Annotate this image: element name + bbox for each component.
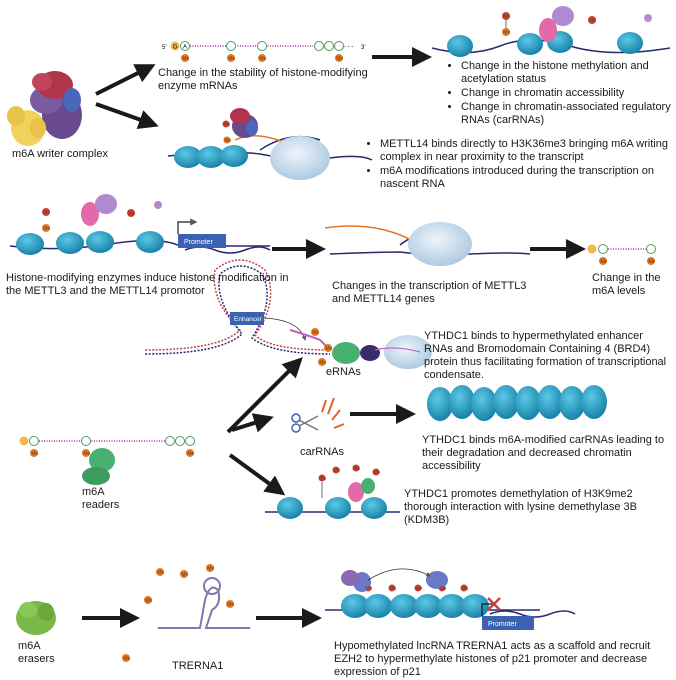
writer-complex-icon (7, 71, 82, 146)
carrnas-scissors-icon (291, 397, 345, 433)
me-mark-label: Me (319, 476, 326, 482)
me-mark-label: Me (31, 451, 38, 457)
mettl14-bullets: METTL14 binds directly to H3K36me3 bring… (366, 138, 675, 192)
me-mark-label: Me (207, 566, 214, 572)
me-mark-label: Me (389, 586, 396, 592)
condensed-chromatin (427, 385, 607, 421)
me-mark-label: Me (224, 138, 231, 144)
effects-bullet: Change in chromatin accessibility (461, 87, 676, 100)
me-mark-label: Me (589, 18, 596, 24)
promoter-label-row4: Promoter (488, 621, 517, 628)
me-mark-label: Me (43, 210, 50, 216)
arrow-readers-to-demethylation (228, 453, 286, 496)
enhancer-loop (144, 259, 331, 355)
effects-bullet: Change in chromatin-associated regulator… (461, 101, 676, 127)
a-label: A (183, 45, 187, 51)
me-mark-label: Me (503, 14, 510, 20)
arrow-writer-to-transcription (95, 102, 159, 130)
me-mark-label: Me (145, 598, 152, 604)
erasers-label: m6A erasers (18, 640, 55, 665)
eraser-protein-icon (16, 601, 56, 635)
three-prime-label: 3' (361, 45, 365, 51)
me-mark-label: Me (182, 56, 189, 62)
histone-modification-text: Histone-modifying enzymes induce histone… (6, 272, 289, 297)
me-mark-label: Me (461, 586, 468, 592)
arrow-writer-to-mrna (95, 64, 156, 96)
me-mark-label: Me (439, 586, 446, 592)
me-mark-label: Me (333, 468, 340, 474)
me-mark-label: Me (128, 211, 135, 217)
arrow-readers-to-carrnas (231, 413, 274, 433)
me-mark-label: Me (43, 226, 50, 232)
ythdc1-enhancer-text: YTHDC1 binds to hypermethylated enhancer… (424, 330, 667, 381)
carrnas-label: carRNAs (300, 446, 345, 458)
m6a-levels-text: Change in the m6A levels (592, 272, 661, 297)
effects-bullets: Change in the histone methylation and ac… (447, 60, 676, 128)
me-mark-label: Me (223, 122, 230, 128)
me-mark-label: Me (181, 572, 188, 578)
arrow-readers-to-ernas (226, 357, 303, 434)
me-mark-label: Me (648, 259, 655, 265)
me-mark-label: Me (312, 330, 319, 336)
transcription-change-text: Changes in the transcription of METTL3 a… (332, 280, 527, 305)
ellipsis-label: - - - (344, 44, 353, 50)
lncrna-text: Hypomethylated lncRNA TRERNA1 acts as a … (334, 640, 651, 678)
trerna1-label: TRERNA1 (172, 660, 224, 672)
me-mark-label: Me (123, 656, 130, 662)
me-mark-label: Me (503, 30, 510, 36)
five-prime-label: 5' (162, 45, 166, 51)
me-mark-label: Me (373, 470, 380, 476)
me-mark-label: Me (228, 56, 235, 62)
ythdc1-demethylation-text: YTHDC1 promotes demethylation of H3K9me2… (404, 488, 637, 526)
ythdc1-carrnas-text: YTHDC1 binds m6A-modified carRNAs leadin… (422, 434, 665, 472)
reader-protein-icon (82, 448, 115, 485)
mrna-stability-text: Change in the stability of histone-modif… (158, 67, 368, 92)
mrna-strand-top: 5' G A - - - 3' Me Me Me Me (162, 41, 365, 62)
me-mark-label: Me (600, 259, 607, 265)
effects-bullet: Change in the histone methylation and ac… (461, 60, 676, 86)
me-mark-label: Me (319, 360, 326, 366)
me-mark-label: Me (353, 466, 360, 472)
readers-label: m6A readers (82, 486, 120, 511)
mrna-strand-row2: Me Me (587, 244, 656, 265)
me-mark-label: Me (259, 56, 266, 62)
mettl14-bullet: m6A modifications introduced during the … (380, 165, 675, 191)
me-mark-label: Me (325, 346, 332, 352)
mrna-strand-readers: Me Me Me (19, 436, 195, 457)
mettl14-bullet: METTL14 binds directly to H3K36me3 bring… (380, 138, 675, 164)
me-mark-label: Me (365, 586, 372, 592)
writer-complex-label: m6A writer complex (12, 148, 108, 160)
me-mark-label: Me (227, 602, 234, 608)
enhancer-label: Enhancer (234, 316, 263, 323)
me-mark-label: Me (415, 586, 422, 592)
ernas-label: eRNAs (326, 366, 361, 378)
g-label: G (173, 45, 178, 51)
me-mark-label: Me (83, 451, 90, 457)
promoter-label-row2: Promoter (184, 239, 213, 246)
me-mark-label: Me (157, 570, 164, 576)
me-mark-label: Me (187, 451, 194, 457)
transcription-row2 (324, 222, 531, 266)
p21-promoter-chromatin: Me Me Me Me Me (325, 568, 576, 630)
me-mark-label: Me (336, 56, 343, 62)
promoter-box-row2 (178, 234, 226, 248)
